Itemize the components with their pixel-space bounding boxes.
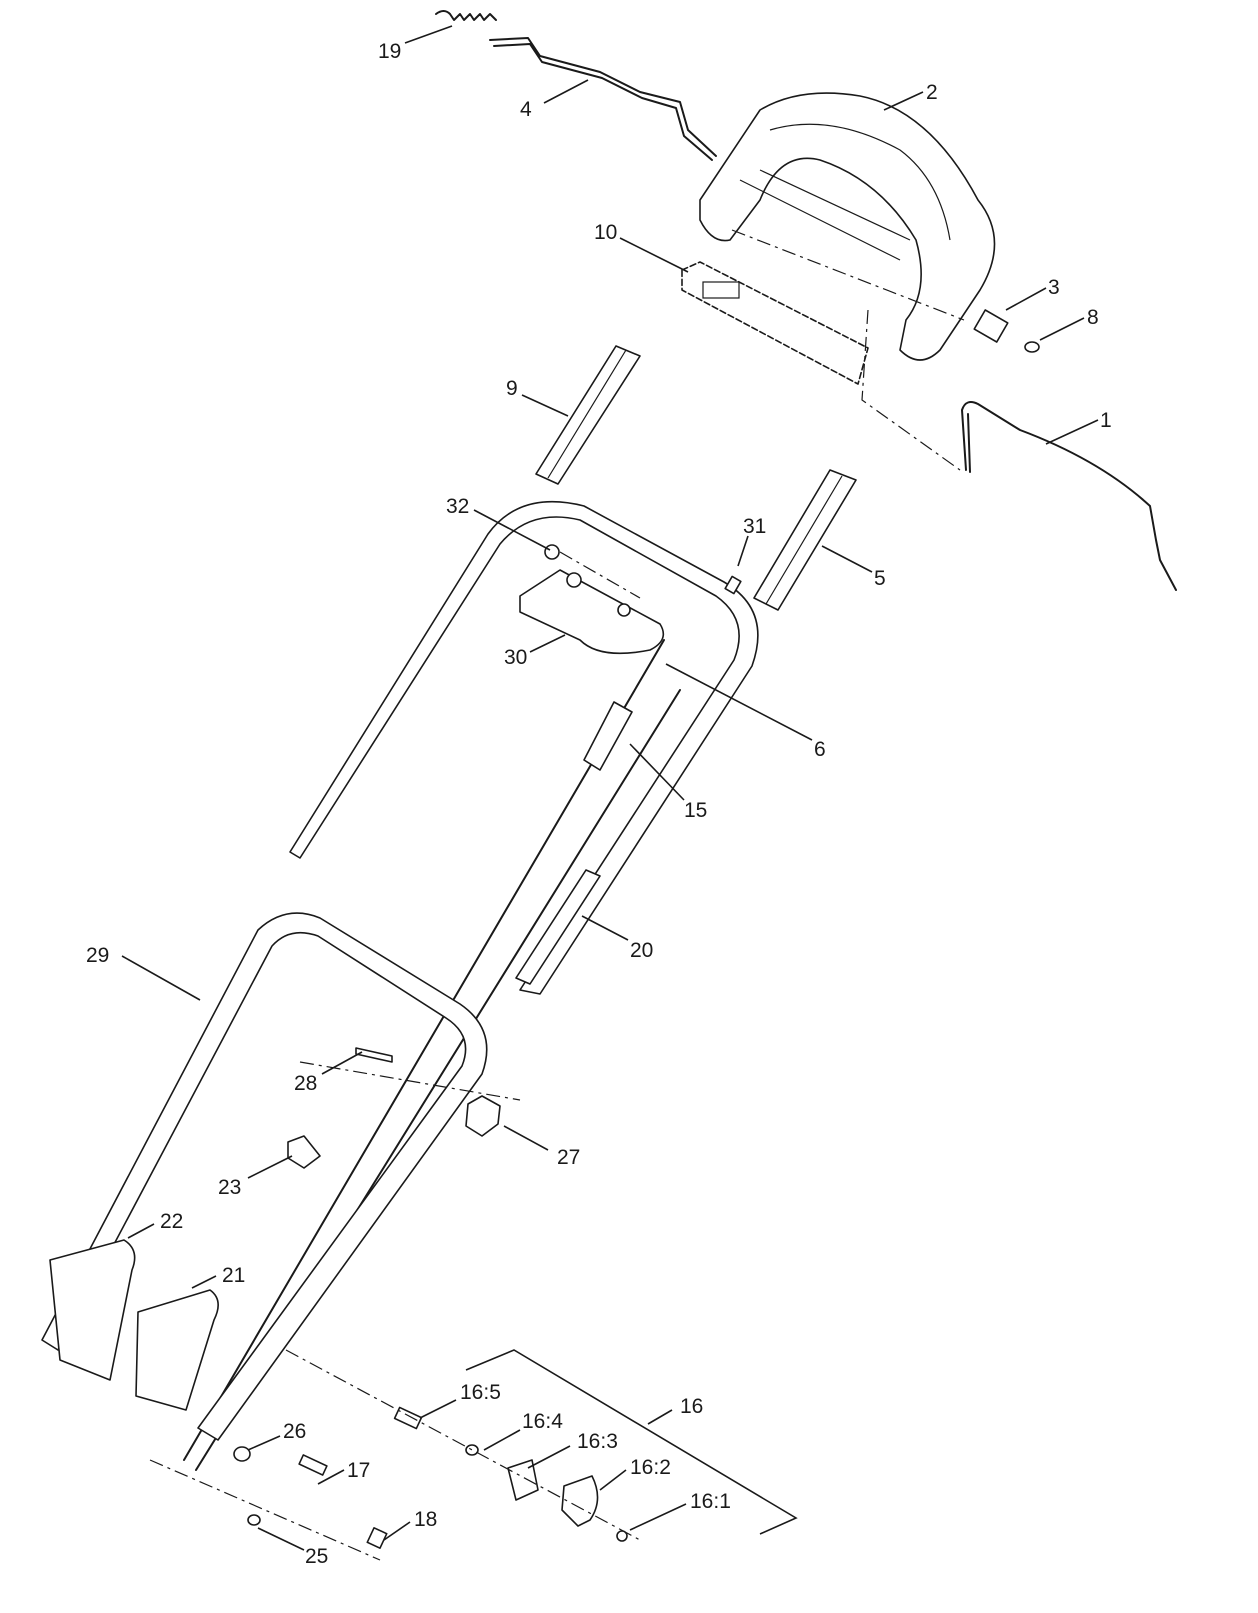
part-1-bail [961, 401, 1177, 591]
callout-28: 28 [294, 1072, 317, 1095]
part-28-bolt [355, 1047, 393, 1063]
part-4-control-rod [489, 37, 717, 161]
callout-16-4: 16:4 [522, 1410, 563, 1433]
part-22-bracket [49, 1239, 136, 1381]
callout-2: 2 [926, 81, 938, 104]
callout-16-3: 16:3 [577, 1430, 618, 1453]
part-31-screw [724, 575, 742, 595]
callout-16: 16 [680, 1395, 703, 1418]
callout-18: 18 [414, 1508, 437, 1531]
part-20-cable-cover [515, 869, 601, 985]
leader-lines [121, 25, 1099, 1551]
callout-25: 25 [305, 1545, 328, 1568]
callout-10: 10 [594, 221, 617, 244]
part-16-3-cam [507, 1459, 539, 1501]
lower-frame [41, 912, 488, 1441]
callout-27: 27 [557, 1146, 580, 1169]
callout-29: 29 [86, 944, 109, 967]
part-30-console [519, 569, 665, 655]
callout-3: 3 [1048, 276, 1060, 299]
part-25-nut [247, 1514, 261, 1526]
part-26-washer [233, 1446, 251, 1462]
part-19-spring [435, 10, 497, 21]
part-23-clip [287, 1135, 321, 1169]
upper-frame-handle [289, 500, 759, 995]
callout-6: 6 [814, 738, 826, 761]
part-2-upper-handle [699, 92, 996, 361]
callout-20: 20 [630, 939, 653, 962]
assembly-lines [149, 229, 965, 1561]
part-16-bracket-line [465, 1349, 798, 1535]
callout-8: 8 [1087, 306, 1099, 329]
callout-21: 21 [222, 1264, 245, 1287]
part-5-grip-right [753, 469, 857, 611]
part-21-bracket [135, 1289, 219, 1411]
callout-22: 22 [160, 1210, 183, 1233]
callout-16-2: 16:2 [630, 1456, 671, 1479]
callout-16-5: 16:5 [460, 1381, 501, 1404]
callout-19: 19 [378, 40, 401, 63]
callout-31: 31 [743, 515, 766, 538]
part-18-bolt [366, 1526, 388, 1550]
callout-15: 15 [684, 799, 707, 822]
part-27-knob [465, 1095, 501, 1137]
callout-32: 32 [446, 495, 469, 518]
part-16-4-spring [465, 1444, 479, 1456]
callout-23: 23 [218, 1176, 241, 1199]
callout-17: 17 [347, 1459, 370, 1482]
callout-16-1: 16:1 [690, 1490, 731, 1513]
part-9-grip-left [535, 345, 641, 485]
callout-1: 1 [1100, 409, 1112, 432]
part-8-nut [1024, 341, 1040, 353]
callout-26: 26 [283, 1420, 306, 1443]
callout-9: 9 [506, 377, 518, 400]
part-3-spacer [973, 309, 1009, 343]
callout-5: 5 [874, 567, 886, 590]
part-16-5-pin [393, 1406, 423, 1430]
callout-4: 4 [520, 98, 532, 121]
callout-30: 30 [504, 646, 527, 669]
callout-labels: 19 4 2 10 3 8 9 1 32 31 5 30 6 15 20 29 … [86, 40, 1112, 1568]
part-32-bolt [544, 544, 560, 560]
part-17-bolt [298, 1454, 328, 1476]
part-10-decal [681, 261, 869, 385]
part-16-2-knob [561, 1475, 599, 1527]
